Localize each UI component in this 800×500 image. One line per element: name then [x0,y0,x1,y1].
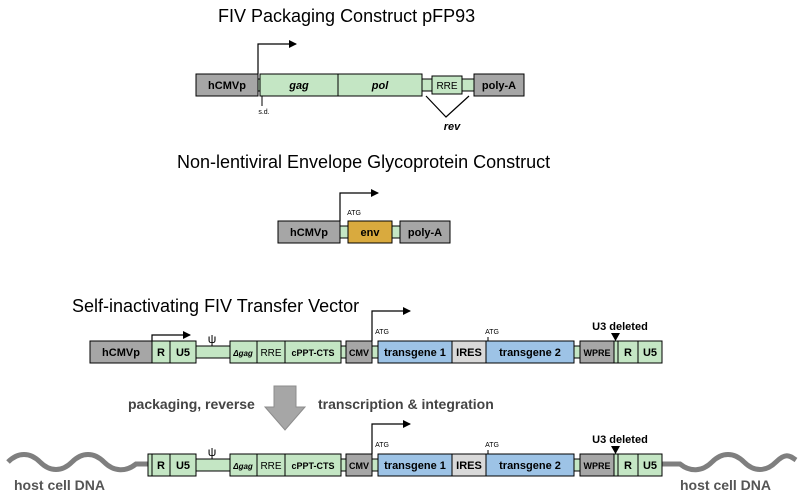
ip-cppt-label: cPPT-CTS [291,461,334,471]
host-dna-label-right: host cell DNA [680,477,772,493]
env-hcmvp-box [277,220,341,244]
tv-u5b-label: U5 [643,347,657,359]
ip-u5-box [169,453,197,477]
transcription-start-arrow [257,40,297,74]
hcmvp-box [195,73,259,97]
ip-u3-deleted-marker [611,446,620,454]
tv-u5-box [169,340,197,364]
tv-u5-label: U5 [176,347,190,359]
tv-psi-symbol: ψ [208,332,217,346]
pol-label: pol [371,80,389,92]
gag-label: gag [288,80,309,92]
polya-box [473,73,525,97]
tv-transgene1-label: transgene 1 [384,347,446,359]
tv-transgene2-box [485,340,575,364]
ip-atg2-label: ATG [485,442,499,449]
transfer-title: Self-inactivating FIV Transfer Vector [72,296,360,316]
ip-u5-label: U5 [176,460,190,472]
tv-cmv-arrow [371,307,411,341]
host-dna-left [6,452,152,473]
tv-cppt-box [284,340,342,364]
ip-cmv-arrow [371,420,411,454]
env-polya-label: poly-A [408,227,442,239]
sd-label: s.d. [258,109,269,116]
polya-label: poly-A [482,80,516,92]
tv-r2-label: R [624,347,632,359]
envelope-construct: hCMVp env poly-A ATG [277,189,451,244]
tv-u3-deleted-box [613,340,619,364]
rev-splice-lines [425,95,470,118]
tv-wpre-label: WPRE [584,348,611,358]
ip-cmv-label: CMV [349,461,369,471]
env-label: env [361,227,381,239]
pol-box [337,73,423,97]
ip-psi-symbol: ψ [208,445,217,459]
ip-atg1-label: ATG [375,442,389,449]
tv-dgag-label: Δgag [232,349,253,358]
process-label-left: packaging, reverse [128,396,255,412]
ip-transgene1-label: transgene 1 [384,460,446,472]
ip-u3-deleted-label: U3 deleted [592,434,648,446]
packaging-title: FIV Packaging Construct pFP93 [218,6,476,26]
ip-ires-label: IRES [456,460,482,472]
ip-cppt-box [284,453,342,477]
tv-cmv-label: CMV [349,348,369,358]
ip-u5b-box [637,453,663,477]
transfer-vector: hCMVp R U5 ψ Δgag RRE cPPT-CTS CMV trans… [89,307,663,364]
tv-hcmvp-label: hCMVp [102,347,140,359]
ip-r-label: R [157,460,165,472]
process-down-arrow [263,385,307,431]
tv-rre-label: RRE [260,348,281,359]
process-label-right: transcription & integration [318,396,494,412]
ip-u5b-label: U5 [643,460,657,472]
tv-r-label: R [157,347,165,359]
tv-u3-deleted-label: U3 deleted [592,321,648,333]
tv-cppt-label: cPPT-CTS [291,348,334,358]
tv-u5b-box [637,340,663,364]
ip-cmv-box [345,453,373,477]
ip-wpre-label: WPRE [584,461,611,471]
env-atg-label: ATG [347,210,361,217]
ip-rre-label: RRE [260,461,281,472]
integrated-provirus: R U5 ψ Δgag RRE cPPT-CTS CMV transgene 1… [6,420,798,477]
host-dna-right [662,452,798,473]
rre-box [431,75,463,95]
ip-u3-left-box [147,453,153,477]
tv-u3-deleted-marker [611,333,620,341]
rre-label: RRE [436,81,457,92]
tv-atg2-label: ATG [485,329,499,336]
tv-atg1-label: ATG [375,329,389,336]
tv-ltr-arrow [151,331,191,341]
host-dna-label-left: host cell DNA [14,477,106,493]
env-hcmvp-label: hCMVp [290,227,328,239]
env-transcription-arrow [339,189,379,221]
env-polya-box [399,220,451,244]
ip-r2-label: R [624,460,632,472]
hcmvp-label: hCMVp [208,80,246,92]
packaging-construct: hCMVp gag pol RRE poly-A s.d. rev [195,40,525,133]
ip-transgene2-box [485,453,575,477]
env-box [347,220,393,244]
tv-transgene2-label: transgene 2 [499,347,561,359]
rev-label: rev [444,121,461,133]
ip-u3-deleted-box [613,453,619,477]
tv-cmv-box [345,340,373,364]
ip-dgag-label: Δgag [232,462,253,471]
tv-ires-label: IRES [456,347,482,359]
ip-transgene2-label: transgene 2 [499,460,561,472]
envelope-title: Non-lentiviral Envelope Glycoprotein Con… [177,152,551,172]
